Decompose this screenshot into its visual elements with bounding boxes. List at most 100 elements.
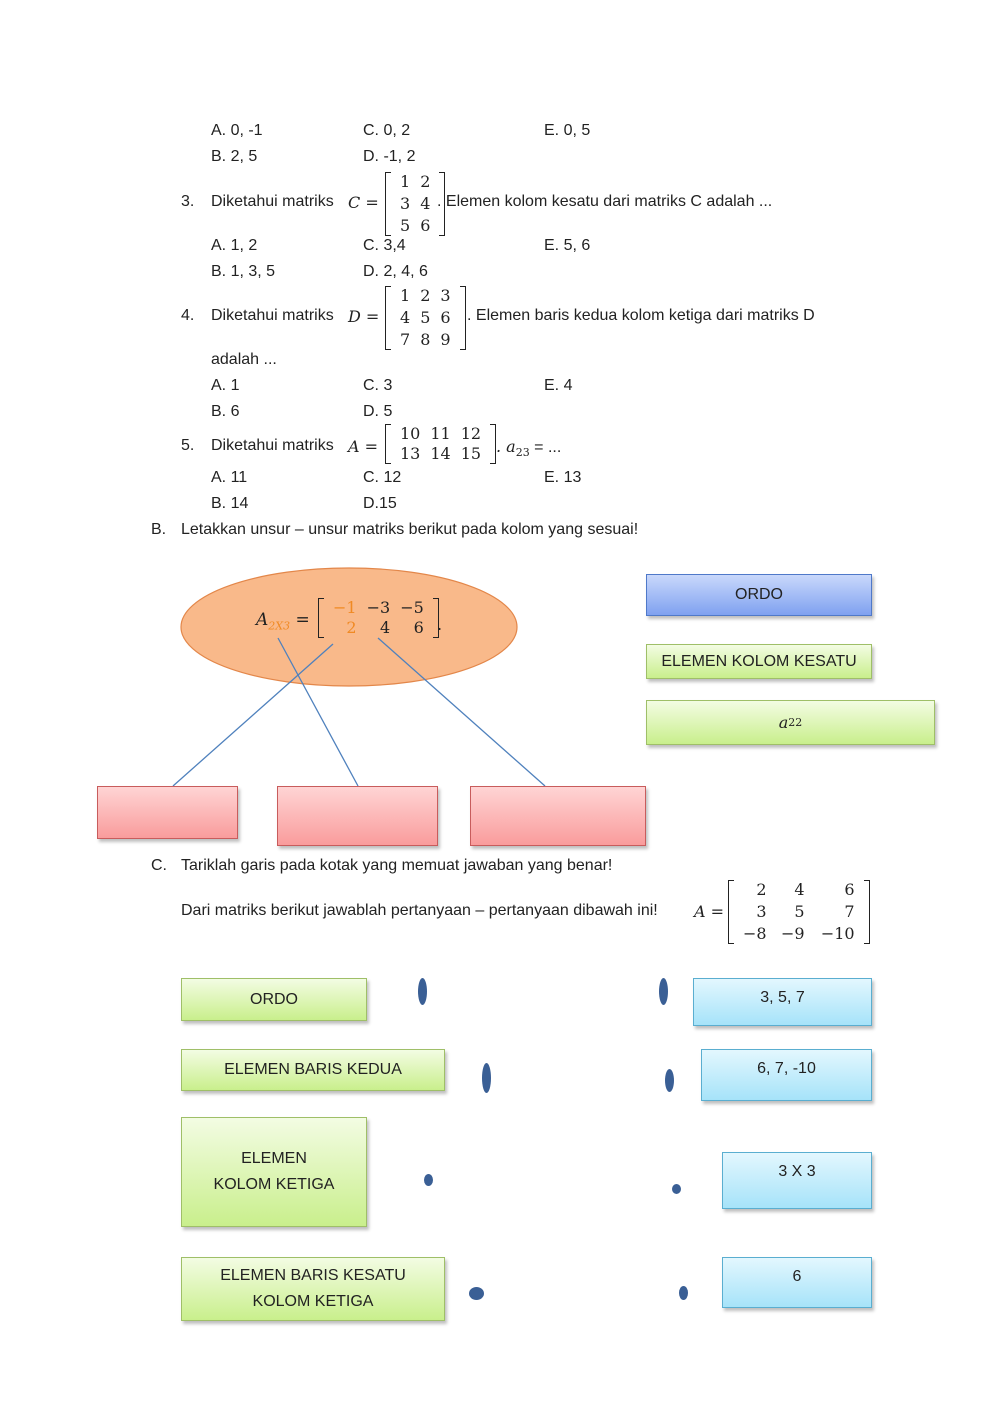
q5-prefix: Diketahui matriks	[211, 437, 334, 454]
q5-suffix: . a23 = ...	[496, 437, 562, 460]
connect-dot-right-2[interactable]	[665, 1069, 674, 1092]
connect-dot-right-3[interactable]	[672, 1184, 681, 1194]
connector-line	[172, 643, 334, 787]
section-c-instruction: Tariklah garis pada kotak yang memuat ja…	[181, 857, 613, 874]
matrix-cell: 5	[420, 308, 431, 327]
q3-option-b: B. 1, 3, 5	[211, 263, 276, 280]
section-b-instruction: Letakkan unsur – unsur matriks berikut p…	[181, 521, 639, 538]
q4-suffix: . Elemen baris kedua kolom ketiga dari m…	[467, 307, 815, 324]
matrix-cell: 4	[420, 194, 431, 213]
matrix-cell: −5	[400, 598, 424, 617]
question-box-kolom-ketiga[interactable]: ELEMEN KOLOM KETIGA	[181, 1117, 367, 1227]
connect-dot-left-4[interactable]	[469, 1287, 484, 1300]
section-b-letter: B.	[151, 521, 167, 538]
q2-option-a: A. 0, -1	[211, 122, 263, 139]
q4-option-c: C. 3	[363, 377, 393, 394]
matrix-cell: 4	[400, 308, 411, 327]
connect-dot-right-1[interactable]	[659, 978, 668, 1005]
q2-option-b: B. 2, 5	[211, 148, 258, 165]
answer-box-3[interactable]: 3 X 3	[722, 1152, 872, 1209]
connect-dot-left-3[interactable]	[424, 1174, 433, 1186]
matrix-cell: 2	[756, 880, 767, 899]
ellipse-matrix-label: A2X3 =	[256, 610, 310, 633]
matrix-cell: −8	[743, 924, 767, 943]
connect-dot-left-1[interactable]	[418, 978, 427, 1005]
matrix-cell: 6	[420, 216, 431, 235]
matrix-cell: 3	[756, 902, 767, 921]
q5-matrix: 10 11 12 13 14 15	[385, 424, 497, 464]
question-box-baris-kesatu-kolom-ketiga[interactable]: ELEMEN BARIS KESATU KOLOM KETIGA	[181, 1257, 445, 1321]
matrix-cell: 11	[430, 424, 451, 443]
q4-var: D =	[348, 307, 380, 326]
matrix-cell: 2	[346, 618, 357, 637]
q4-option-b: B. 6	[211, 403, 240, 420]
ordo-label-box[interactable]: ORDO	[646, 574, 872, 616]
matrix-cell: −9	[781, 924, 805, 943]
answer-box-1[interactable]: 3, 5, 7	[693, 978, 872, 1026]
matrix-cell: 6	[413, 618, 424, 637]
q3-option-d: D. 2, 4, 6	[363, 263, 428, 280]
q2-option-e: E. 0, 5	[544, 122, 591, 139]
matrix-cell: 14	[430, 444, 451, 463]
q4-number: 4.	[181, 307, 195, 324]
matrix-cell: 3	[400, 194, 411, 213]
connector-line	[377, 637, 546, 787]
q5-option-d: D.15	[363, 495, 397, 512]
matrix-ellipse	[180, 567, 518, 687]
drop-target-box-3[interactable]	[470, 786, 646, 846]
matrix-cell: 7	[400, 330, 411, 349]
matrix-cell: 7	[844, 902, 855, 921]
answer-box-2[interactable]: 6, 7, -10	[701, 1049, 872, 1101]
matrix-cell: 2	[420, 286, 431, 305]
matrix-cell: 13	[400, 444, 421, 463]
matrix-cell: 10	[400, 424, 421, 443]
q5-option-c: C. 12	[363, 469, 402, 486]
q2-option-c: C. 0, 2	[363, 122, 411, 139]
matrix-cell: 12	[460, 424, 482, 443]
q5-var: A =	[348, 437, 379, 456]
matrix-cell: −3	[366, 598, 391, 617]
matrix-cell: 6	[440, 308, 451, 327]
q4-prefix: Diketahui matriks	[211, 307, 334, 324]
ellipse-matrix-end: .	[437, 615, 443, 634]
drop-target-box-1[interactable]	[97, 786, 238, 839]
q4-continuation: adalah ...	[211, 351, 277, 368]
q3-suffix: . Elemen kolom kesatu dari matriks C ada…	[437, 193, 773, 210]
answer-box-4[interactable]: 6	[722, 1257, 872, 1308]
q5-option-e: E. 13	[544, 469, 582, 486]
matrix-cell: 4	[794, 880, 805, 899]
drop-target-box-2[interactable]	[277, 786, 438, 846]
q3-option-c: C. 3,4	[363, 237, 406, 254]
matrix-cell: 6	[844, 880, 855, 899]
matrix-cell: 8	[420, 330, 431, 349]
matrix-cell: 15	[460, 444, 482, 463]
section-c-letter: C.	[151, 857, 167, 874]
q3-option-a: A. 1, 2	[211, 237, 258, 254]
q5-option-a: A. 11	[211, 469, 248, 486]
connect-dot-left-2[interactable]	[482, 1063, 491, 1093]
q3-number: 3.	[181, 193, 195, 210]
q2-option-d: D. -1, 2	[363, 148, 416, 165]
kolom-kesatu-label-box[interactable]: ELEMEN KOLOM KESATU	[646, 644, 872, 679]
connect-dot-right-4[interactable]	[679, 1286, 688, 1300]
matrix-cell: 2	[420, 172, 431, 191]
matrix-cell: −10	[820, 924, 855, 943]
section-c-var: A =	[694, 902, 725, 921]
matrix-cell: 5	[400, 216, 411, 235]
matrix-cell: 1	[400, 286, 411, 305]
question-box-ordo[interactable]: ORDO	[181, 978, 367, 1021]
q3-option-e: E. 5, 6	[544, 237, 591, 254]
section-c-question: Dari matriks berikut jawablah pertanyaan…	[181, 902, 658, 919]
question-box-baris-kedua[interactable]: ELEMEN BARIS KEDUA	[181, 1049, 445, 1091]
q4-option-e: E. 4	[544, 377, 573, 394]
matrix-cell: 9	[440, 330, 451, 349]
connector-line	[277, 637, 359, 787]
q3-var: C =	[348, 193, 379, 212]
q4-option-a: A. 1	[211, 377, 240, 394]
